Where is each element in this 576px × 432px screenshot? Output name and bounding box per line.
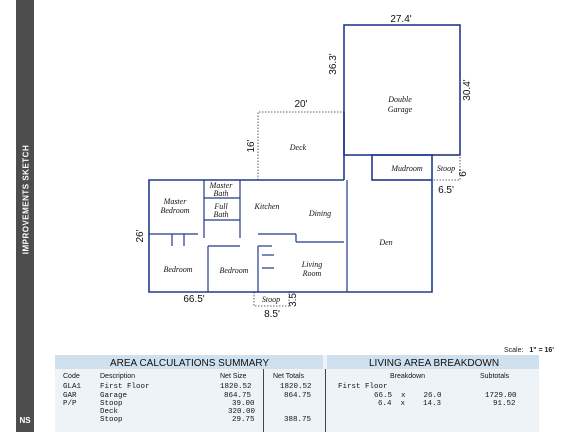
dim-stoop-width: 8.5'	[264, 309, 280, 320]
area-summary-panel: AREA CALCULATIONS SUMMARY LIVING AREA BR…	[55, 355, 539, 432]
column-divider	[325, 369, 326, 432]
table-row-code: GLA1	[63, 383, 82, 391]
breakdown-subtotal: 91.52	[493, 400, 516, 408]
table-row-net-size: 1820.52	[220, 383, 252, 391]
table-row-code: P/P	[63, 400, 77, 408]
table-row-description: Deck	[100, 408, 119, 416]
living-breakdown-header	[327, 355, 539, 369]
breakdown-calc: 6.4 x 14.3	[378, 400, 442, 408]
room-label-dining: Dining	[308, 209, 331, 218]
area-summary-title: AREA CALCULATIONS SUMMARY	[110, 358, 270, 369]
dim-garage-right: 30.4'	[462, 79, 473, 100]
breakdown-section-label: First Floor	[338, 383, 388, 391]
dim-house-width: 66.5'	[183, 294, 204, 305]
dim-garage-width: 27.4'	[390, 14, 411, 25]
col-code: Code	[63, 373, 80, 380]
col-net-size: Net Size	[220, 373, 247, 380]
table-row-description: First Floor	[100, 383, 150, 391]
dim-house-depth: 26'	[135, 229, 146, 242]
room-label-kitchen: Kitchen	[254, 202, 280, 211]
table-row-net-total: 388.75	[284, 416, 312, 424]
scale-label: Scale:	[504, 347, 524, 354]
col-net-totals: Net Totals	[273, 373, 304, 380]
table-row-net-size: 39.00	[232, 400, 255, 408]
dim-mudroom-offset: 6.5'	[438, 185, 454, 196]
col-breakdown: Breakdown	[390, 373, 426, 380]
table-row-net-total: 864.75	[284, 392, 312, 400]
table-row-net-size: 29.75	[232, 416, 255, 424]
scale-readout: Scale: 1" = 16'	[504, 347, 554, 354]
dim-deck-width: 20'	[294, 99, 307, 110]
col-subtotals: Subtotals	[480, 373, 510, 380]
dim-stoop-right: 6'	[458, 169, 469, 177]
table-row-description: Stoop	[100, 416, 123, 424]
garage-outline	[343, 24, 461, 156]
room-label-deck: Deck	[289, 143, 307, 152]
room-label-den: Den	[378, 238, 392, 247]
scale-value: 1" = 16'	[529, 347, 554, 354]
table-row-code: GAR	[63, 392, 77, 400]
table-row-description: Garage	[100, 392, 128, 400]
breakdown-calc: 66.5 x 26.0	[374, 392, 442, 400]
interior-walls	[149, 179, 432, 292]
room-label-mudroom: Mudroom	[390, 164, 422, 173]
col-description: Description	[100, 373, 136, 380]
dim-garage-left: 36.3'	[328, 53, 339, 74]
room-label-bedroom-2: Bedroom	[219, 266, 248, 275]
breakdown-subtotal: 1729.00	[485, 392, 517, 400]
column-divider	[263, 369, 264, 432]
area-summary-header	[55, 355, 323, 369]
living-breakdown-title: LIVING AREA BREAKDOWN	[369, 358, 500, 369]
table-row-net-size: 320.00	[228, 408, 256, 416]
stoop-bottom-outline	[253, 292, 290, 307]
room-label-stoop-bottom: Stoop	[262, 295, 280, 304]
room-label-stoop-right: Stoop	[437, 164, 455, 173]
sidebar-bottom-text: NS	[19, 416, 31, 425]
table-row-net-size: 864.75	[224, 392, 252, 400]
dim-stoop-depth: 3.5'	[288, 291, 299, 307]
room-label-bedroom-1: Bedroom	[163, 265, 192, 274]
table-row-net-total: 1820.52	[280, 383, 312, 391]
sidebar-strip: IMPROVEMENTS SKETCH	[16, 0, 34, 432]
dim-deck-height: 16'	[246, 139, 257, 152]
stoop-right-outline	[432, 154, 461, 181]
table-row-description: Stoop	[100, 400, 123, 408]
